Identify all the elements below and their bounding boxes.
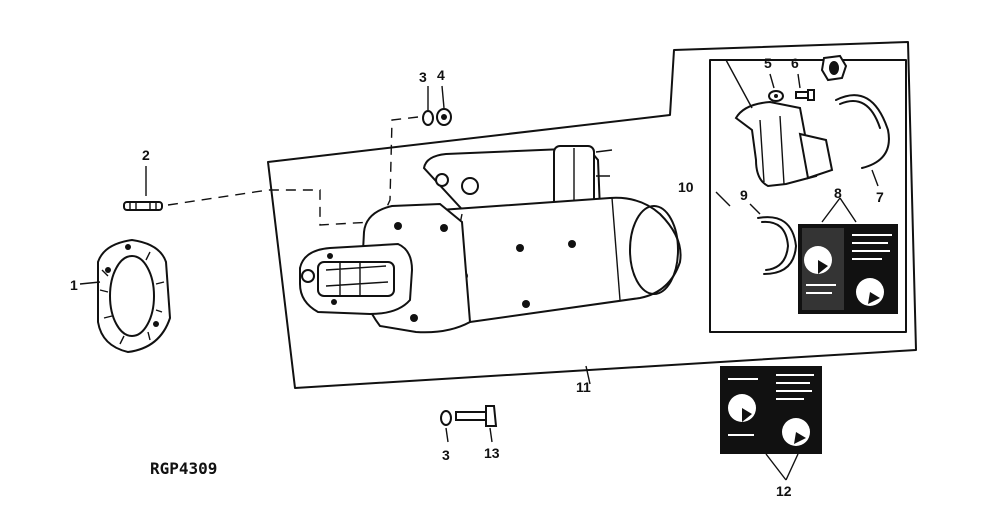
callout-2: 2 (142, 147, 150, 163)
callout-5: 5 (764, 55, 772, 71)
assembly-outline-frame (267, 41, 917, 389)
decal-8 (798, 197, 898, 314)
starter-motor (299, 145, 682, 334)
terminal-nut (820, 54, 848, 82)
callout-3-bottom: 3 (442, 447, 450, 463)
callout-1: 1 (70, 277, 78, 293)
inset-panel (709, 59, 907, 333)
callout-7: 7 (876, 189, 884, 205)
retaining-clip-9 (749, 203, 797, 275)
decal-12 (720, 366, 822, 481)
callout-11: 11 (576, 379, 591, 395)
callout-10: 10 (678, 179, 694, 195)
fastener-dashed-line (381, 116, 419, 219)
stud (123, 166, 163, 211)
callout-4: 4 (437, 67, 445, 83)
callout-9: 9 (740, 187, 748, 203)
callout-12: 12 (776, 483, 792, 499)
callout-6: 6 (791, 55, 799, 71)
figure-reference-code: RGP4309 (150, 459, 217, 478)
callout-13: 13 (484, 445, 500, 461)
alignment-dashed-line (167, 189, 373, 226)
nut-and-washer-top (422, 108, 452, 126)
flange-gasket (97, 239, 171, 353)
bolt-and-washer-bottom (440, 405, 498, 443)
washer-5 (768, 73, 784, 102)
boot-cover (725, 59, 834, 188)
screw-6 (795, 73, 815, 101)
callout-3-top: 3 (419, 69, 427, 85)
callout-8: 8 (834, 185, 842, 201)
retaining-clip-7 (835, 94, 890, 187)
